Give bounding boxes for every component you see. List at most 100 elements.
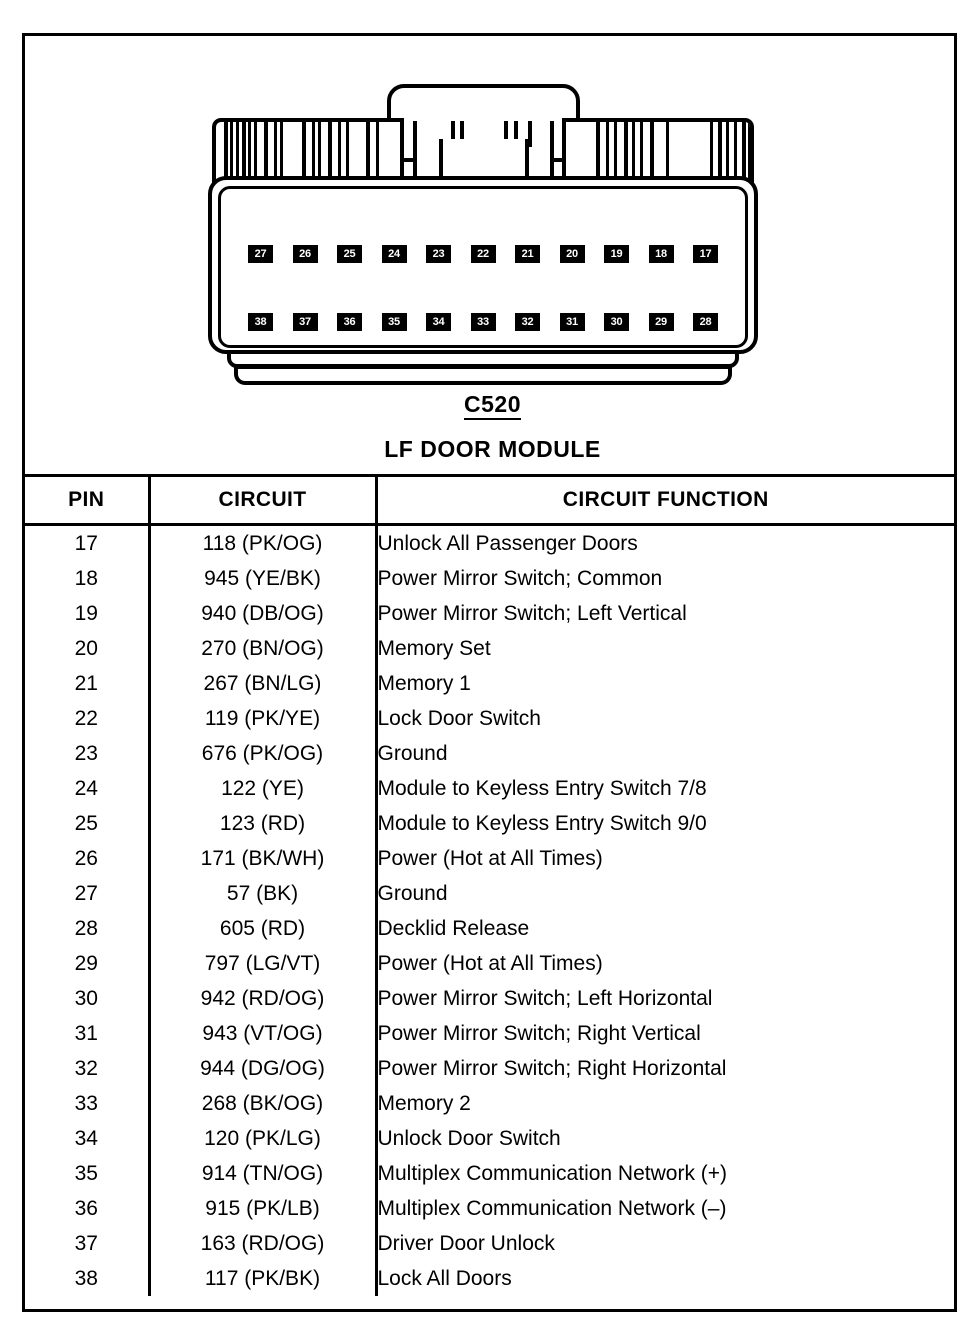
connector-code-label: C520 <box>464 391 521 420</box>
cell-circuit-function: Power (Hot at All Times) <box>377 951 603 975</box>
connector-rib <box>718 122 722 201</box>
connector-rib <box>280 122 283 201</box>
connector-pin-cavity: 17 <box>693 245 718 263</box>
cell-circuit-function: Power Mirror Switch; Right Horizontal <box>377 1056 727 1080</box>
cell-pin-number: 34 <box>25 1121 151 1156</box>
cell-pin-number: 20 <box>25 631 151 666</box>
connector-pin-cavity: 28 <box>693 313 718 331</box>
cell-circuit-id: 915 (PK/LB) <box>149 1191 378 1226</box>
cell-circuit-function: Unlock Door Switch <box>377 1126 561 1150</box>
cell-circuit-function: Multiplex Communication Network (–) <box>377 1196 727 1220</box>
cell-circuit-function: Lock Door Switch <box>377 706 541 730</box>
cell-pin-number: 32 <box>25 1051 151 1086</box>
cell-circuit-function: Memory Set <box>377 636 491 660</box>
cell-pin-number: 29 <box>25 946 151 981</box>
connector-rib <box>614 122 617 201</box>
cell-circuit-function: Multiplex Communication Network (+) <box>377 1161 728 1185</box>
connector-rib <box>376 122 379 201</box>
cell-circuit-function: Ground <box>377 741 448 765</box>
cell-circuit-function: Power Mirror Switch; Left Horizontal <box>377 986 713 1010</box>
cell-circuit-id: 676 (PK/OG) <box>149 736 378 771</box>
cell-pin-number: 30 <box>25 981 151 1016</box>
cell-circuit-function: Memory 2 <box>377 1091 471 1115</box>
connector-skirt-lower <box>234 365 732 385</box>
cell-pin-number: 23 <box>25 736 151 771</box>
connector-rib <box>710 122 713 201</box>
cell-pin-number: 38 <box>25 1261 151 1296</box>
connector-pin-cavity: 25 <box>337 245 362 263</box>
cell-circuit-id: 270 (BN/OG) <box>149 631 378 666</box>
connector-rib <box>734 122 737 201</box>
connector-pin-cavity: 23 <box>426 245 451 263</box>
cell-circuit-id: 120 (PK/LG) <box>149 1121 378 1156</box>
cell-pin-number: 21 <box>25 666 151 701</box>
connector-rib <box>650 122 654 201</box>
cell-circuit-function: Ground <box>377 881 448 905</box>
cell-circuit-id: 119 (PK/YE) <box>149 701 378 736</box>
cell-pin-number: 36 <box>25 1191 151 1226</box>
connector-pin-cavity: 26 <box>292 245 318 263</box>
connector-pin-cavity: 31 <box>559 313 585 331</box>
table-header-row: PIN CIRCUIT CIRCUIT FUNCTION <box>25 477 954 526</box>
cell-circuit-function: Driver Door Unlock <box>377 1231 555 1255</box>
cell-circuit-id: 940 (DB/OG) <box>149 596 378 631</box>
connector-rib <box>224 122 228 201</box>
connector-rib <box>596 122 600 201</box>
cell-circuit-id: 267 (BN/LG) <box>149 666 378 701</box>
connector-pin-cavity: 29 <box>648 313 674 331</box>
connector-pin-cavity: 32 <box>515 313 540 331</box>
cell-circuit-id: 123 (RD) <box>149 806 378 841</box>
cell-circuit-id: 163 (RD/OG) <box>149 1226 378 1261</box>
connector-rib <box>264 122 268 201</box>
connector-rib <box>742 122 746 201</box>
cell-circuit-id: 605 (RD) <box>149 911 378 946</box>
cell-pin-number: 19 <box>25 596 151 631</box>
cell-circuit-id: 914 (TN/OG) <box>149 1156 378 1191</box>
connector-rib <box>632 122 635 201</box>
connector-rib <box>346 122 349 201</box>
connector-pin-cavity: 30 <box>604 313 629 331</box>
connector-pin-cavity: 37 <box>292 313 318 331</box>
connector-pin-cavity: 24 <box>381 245 407 263</box>
connector-rib <box>274 122 277 201</box>
column-header-pin: PIN <box>25 477 151 526</box>
cell-circuit-id: 171 (BK/WH) <box>149 841 378 876</box>
cell-circuit-function: Memory 1 <box>377 671 471 695</box>
cell-circuit-id: 944 (DG/OG) <box>149 1051 378 1086</box>
connector-rib <box>328 122 332 201</box>
cell-circuit-id: 942 (RD/OG) <box>149 981 378 1016</box>
connector-rib <box>726 122 729 201</box>
cell-pin-number: 28 <box>25 911 151 946</box>
connector-pin-cavity: 38 <box>248 313 273 331</box>
cell-circuit-function: Lock All Doors <box>377 1266 512 1290</box>
cell-circuit-id: 118 (PK/OG) <box>149 524 378 561</box>
connector-rib <box>666 122 669 201</box>
connector-caption: C520 LF DOOR MODULE <box>25 391 960 462</box>
connector-rib <box>254 122 257 201</box>
connector-pin-cavity: 19 <box>604 245 629 263</box>
cell-circuit-function: Unlock All Passenger Doors <box>377 531 638 555</box>
connector-pin-cavity: 36 <box>337 313 362 331</box>
column-header-function: CIRCUIT FUNCTION <box>376 477 954 526</box>
connector-rib <box>230 122 233 201</box>
cell-circuit-id: 57 (BK) <box>149 876 378 911</box>
column-header-circuit: CIRCUIT <box>149 477 378 526</box>
